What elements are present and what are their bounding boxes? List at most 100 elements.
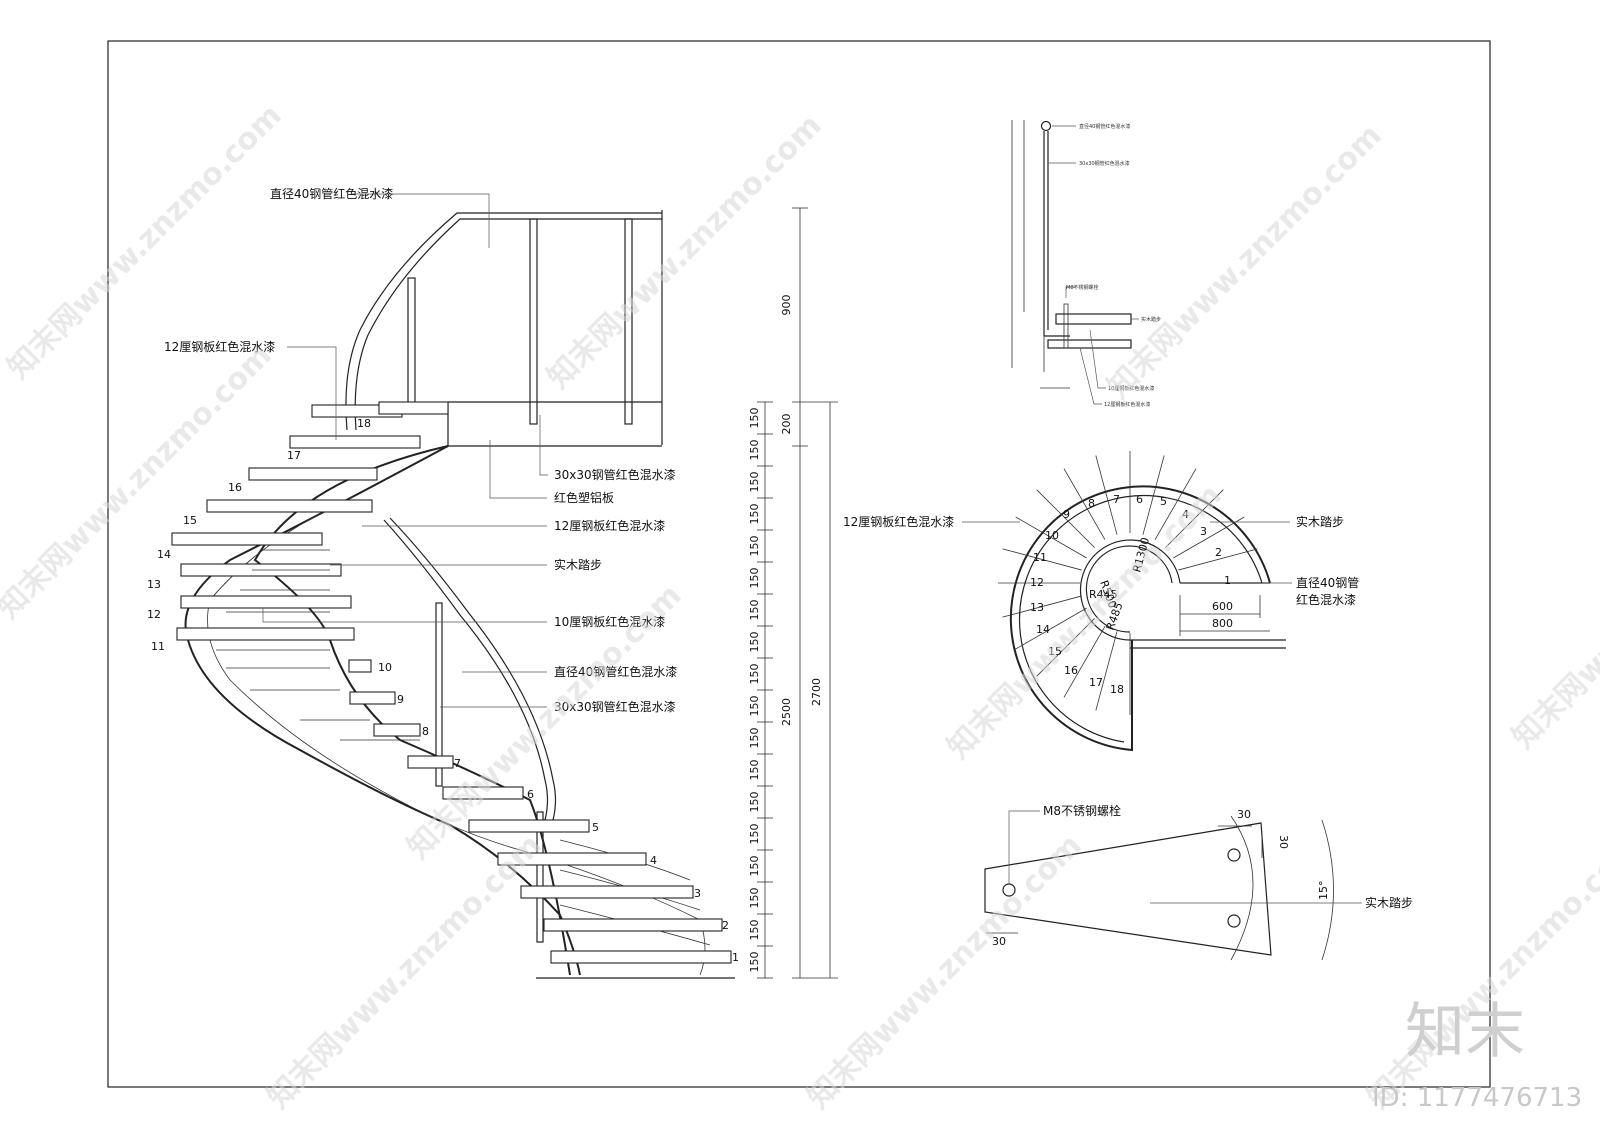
plan-step-9: 9 <box>1063 508 1070 521</box>
riser-labels: 1501501501501501501501501501501501501501… <box>748 408 761 973</box>
plan-tread-line <box>1036 618 1095 677</box>
riser-dim-label: 150 <box>748 952 761 973</box>
plan-outer-arc <box>1009 485 1271 752</box>
tread-bolt-3 <box>1227 914 1241 928</box>
plan-dim-600: 600 <box>1212 600 1233 613</box>
riser-dim-label: 150 <box>748 824 761 845</box>
plan-step-13: 13 <box>1030 601 1044 614</box>
tread-7 <box>407 755 454 769</box>
step-num-8: 8 <box>422 725 429 738</box>
front-handrail-a <box>383 519 549 821</box>
plan-step-1: 1 <box>1224 574 1231 587</box>
tread-arc <box>1230 815 1254 961</box>
riser-dim-label: 150 <box>748 920 761 941</box>
step-num-9: 9 <box>397 693 404 706</box>
image-id: ID: 1177476713 <box>1372 1083 1582 1113</box>
baluster-4 <box>435 602 443 787</box>
riser-dim-label: 150 <box>748 632 761 653</box>
leader-panel <box>489 440 547 499</box>
riser-dim-label: 150 <box>748 888 761 909</box>
plan-tread-line <box>1165 489 1224 548</box>
section-label-d: 实木踏步 <box>1141 316 1161 323</box>
section-leader-e <box>1089 329 1106 389</box>
step-num-18: 18 <box>357 417 371 430</box>
plan-label-handrail-2: 红色混水漆 <box>1296 592 1356 607</box>
detail-label-tread: 实木踏步 <box>1365 895 1413 910</box>
section-label-c: M8不锈钢螺栓 <box>1066 284 1099 291</box>
tread-1 <box>550 950 732 964</box>
plan-outer-arc-inner <box>1018 494 1263 743</box>
plan-tread-line <box>1002 595 1082 618</box>
plan-core-arc <box>1079 539 1181 641</box>
label-stringer-12: 12厘钢板红色混水漆 <box>554 518 665 533</box>
plan-tread-line <box>1036 489 1095 548</box>
section-label-b: 30x30钢管红色混水漆 <box>1079 160 1130 167</box>
bolt-leader <box>1008 810 1040 884</box>
detail-dim-30a: 30 <box>1237 808 1251 821</box>
plan-tread-line <box>1002 548 1082 571</box>
baluster-3 <box>407 277 416 406</box>
baluster-1 <box>529 218 538 425</box>
section-label-a: 直径40钢管红色混水漆 <box>1079 123 1130 130</box>
top-handrail-outer <box>345 212 662 431</box>
label-stringer-10: 10厘钢板红色混水漆 <box>554 614 665 629</box>
top-handrail-inner <box>354 218 662 431</box>
section-leader-f <box>1079 347 1102 405</box>
plan-step-5: 5 <box>1160 495 1167 508</box>
watermark-10: 知末网www.znzmo.com <box>1506 468 1600 756</box>
plan-step-3: 3 <box>1200 525 1207 538</box>
step-num-6: 6 <box>527 788 534 801</box>
riser-dim-label: 150 <box>748 568 761 589</box>
plan-step-4: 4 <box>1182 508 1189 521</box>
tread-5 <box>468 819 590 833</box>
baluster-5 <box>536 811 544 943</box>
riser-dim-label: 150 <box>748 760 761 781</box>
plan-step-14: 14 <box>1036 623 1050 636</box>
plan-step-10: 10 <box>1045 529 1059 542</box>
tread-10 <box>348 659 372 673</box>
leader-stringer-10 <box>262 608 547 623</box>
riser-dim-label: 150 <box>748 408 761 429</box>
watermark-9: 知末网www.znzmo.com <box>1361 828 1600 1116</box>
dim-landing: 200 <box>780 414 793 435</box>
step-num-13: 13 <box>147 578 161 591</box>
tread-detail: M8不锈钢螺栓 实木踏步 30 30 30 15° <box>984 803 1413 961</box>
tread-11 <box>176 627 355 641</box>
plan-tread-line <box>1095 455 1118 535</box>
plan-step-11: 11 <box>1033 551 1047 564</box>
section-label-e: 10厘钢板红色混水漆 <box>1108 385 1154 392</box>
plan-tread-line <box>1015 516 1087 559</box>
tread-3 <box>520 885 694 899</box>
tread-9 <box>349 691 396 705</box>
step-num-5: 5 <box>592 821 599 834</box>
step-num-10: 10 <box>378 661 392 674</box>
watermark-7: 知末网www.znzmo.com <box>261 828 549 1116</box>
plan-label-tread: 实木踏步 <box>1296 514 1344 529</box>
step-num-3: 3 <box>694 887 701 900</box>
plan-dim-800: 800 <box>1212 617 1233 630</box>
brand-logo: 知末 <box>1405 997 1525 1067</box>
plan-label-side-plate: 12厘钢板红色混水漆 <box>843 514 954 529</box>
inner-step-lines <box>216 549 420 741</box>
step-num-4: 4 <box>650 854 657 867</box>
watermark-8: 知末网www.znzmo.com <box>801 828 1089 1116</box>
section-leader-c <box>1065 286 1076 298</box>
step-num-15: 15 <box>183 514 197 527</box>
tread-16 <box>248 467 378 481</box>
plan-step-6: 6 <box>1136 493 1143 506</box>
handrail-section-detail: 直径40钢管红色混水漆 30x30钢管红色混水漆 M8不锈钢螺栓 实木踏步 10… <box>1011 120 1161 408</box>
label-top-handrail: 直径40钢管红色混水漆 <box>270 186 393 201</box>
tread-17 <box>289 435 421 449</box>
label-side-plate: 12厘钢板红色混水漆 <box>164 339 275 354</box>
tread-14 <box>171 532 323 546</box>
step-num-11: 11 <box>151 640 165 653</box>
plan-tread-line <box>1063 626 1106 698</box>
tread-plate-outline <box>984 822 1272 956</box>
riser-dim-label: 150 <box>748 472 761 493</box>
label-panel: 红色塑铝板 <box>554 490 614 505</box>
step-num-1: 1 <box>732 951 739 964</box>
section-bolt <box>1063 303 1069 349</box>
plan-tread-line <box>1154 468 1197 540</box>
tread-bolt-2 <box>1227 848 1241 862</box>
dim-2700: 2700 <box>810 678 823 706</box>
